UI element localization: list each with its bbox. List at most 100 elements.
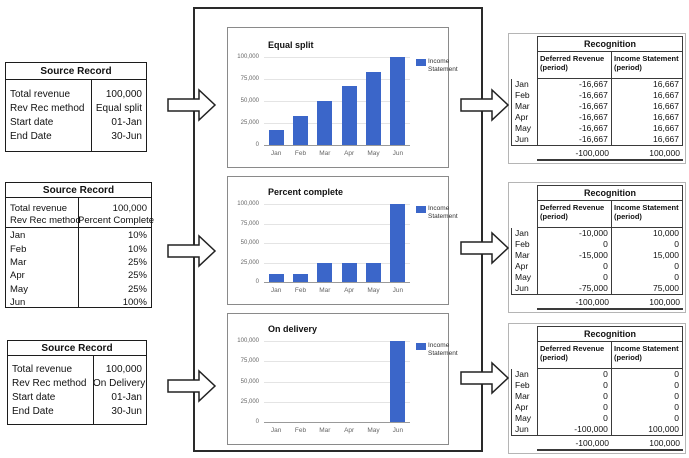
row-value: 100,000 [105, 88, 142, 100]
income-statement-value: 15,000 [653, 250, 680, 260]
income-statement-value: 0 [674, 261, 680, 271]
recognition-title: Recognition [538, 186, 682, 201]
gridline [264, 341, 410, 342]
x-axis-tick-label: Jun [392, 150, 404, 157]
x-axis-tick-label: Jan [270, 150, 282, 157]
bar-feb [293, 274, 308, 282]
income-statement-value: 0 [674, 413, 680, 423]
gridline [264, 381, 410, 383]
column-divider [93, 356, 94, 424]
x-axis-tick-label: Jun [392, 427, 404, 434]
deferred-revenue-value: -16,667 [538, 112, 612, 123]
x-axis-tick-label: Feb [294, 150, 307, 157]
bar-may [366, 71, 381, 145]
income-statement-value: 0 [674, 369, 680, 379]
row-value: Equal split [95, 102, 142, 114]
month-label: Mar [512, 391, 538, 402]
row-label: Start date [12, 391, 56, 403]
x-axis-tick-label: Jan [270, 427, 282, 434]
y-axis-tick-label: 75,000 [240, 220, 259, 227]
gridline [264, 401, 410, 403]
bar-jan [268, 130, 284, 145]
col-header-income-statement: Income Statement (period) [613, 203, 679, 221]
bar-apr [341, 86, 357, 145]
gridline [264, 101, 410, 102]
deferred-revenue-value: 0 [538, 413, 612, 424]
x-axis-line [264, 422, 410, 423]
income-statement-value: 10,000 [653, 228, 680, 238]
deferred-revenue-value: -15,000 [538, 250, 612, 261]
gridline [264, 204, 410, 205]
source-record-title: Source Record [6, 183, 151, 198]
col-header-deferred-revenue: Deferred Revenue (period) [538, 342, 612, 368]
row-value: 100,000 [105, 363, 142, 375]
row-label: Jun [10, 297, 26, 309]
deferred-revenue-value: 0 [538, 391, 612, 402]
row-value: Percent Complete [78, 215, 155, 227]
deferred-revenue-total: -100,000 [575, 437, 609, 448]
deferred-revenue-value: 0 [538, 369, 612, 380]
y-axis-tick-label: 25,000 [240, 259, 259, 266]
row-label: End Date [12, 405, 54, 417]
legend-swatch [416, 206, 426, 213]
y-axis-tick-label: 0 [255, 419, 259, 425]
income-statement-value: 16,667 [653, 90, 680, 100]
y-axis-tick-label: 100,000 [237, 201, 259, 207]
row-value: 10% [127, 243, 147, 255]
row-label: May [10, 283, 28, 295]
y-axis-tick-label: 100,000 [237, 338, 259, 344]
chart-title: On delivery [268, 324, 318, 334]
row-label: Feb [10, 243, 27, 255]
row-label: Rev Rec method [10, 215, 81, 227]
row-label: Start date [10, 116, 54, 128]
flow-arrow-right-3 [460, 361, 510, 395]
deferred-revenue-value: -16,667 [538, 90, 612, 101]
x-axis-tick-label: May [367, 150, 380, 157]
flow-arrow-right-1 [460, 88, 510, 122]
row-label: Total revenue [10, 202, 68, 214]
x-axis-tick-label: Mar [319, 150, 331, 157]
income-statement-value: 0 [674, 380, 680, 390]
income-statement-value: 0 [674, 391, 680, 401]
table-row: End Date 30-Jun [8, 404, 146, 418]
deferred-revenue-value: -75,000 [538, 283, 612, 294]
month-label: Jan [512, 79, 538, 90]
x-axis-line [264, 145, 410, 146]
row-value: 100,000 [112, 202, 147, 214]
deferred-revenue-value: -16,667 [538, 101, 612, 112]
month-label: Jun [512, 283, 538, 294]
row-label: End Date [10, 130, 52, 142]
legend-label: Income Statement [428, 205, 458, 221]
bar-may [366, 262, 381, 282]
row-value: 30-Jun [111, 405, 142, 417]
flow-arrow-left-3 [167, 369, 217, 403]
deferred-revenue-value: -16,667 [538, 79, 612, 90]
recognition-title: Recognition [538, 327, 682, 342]
income-statement-value: 16,667 [653, 101, 680, 111]
gridline [264, 262, 410, 264]
month-label: Feb [512, 239, 538, 250]
row-value: 30-Jun [111, 130, 142, 142]
chart-title: Percent complete [268, 187, 344, 197]
y-axis-tick-label: 0 [255, 142, 259, 148]
